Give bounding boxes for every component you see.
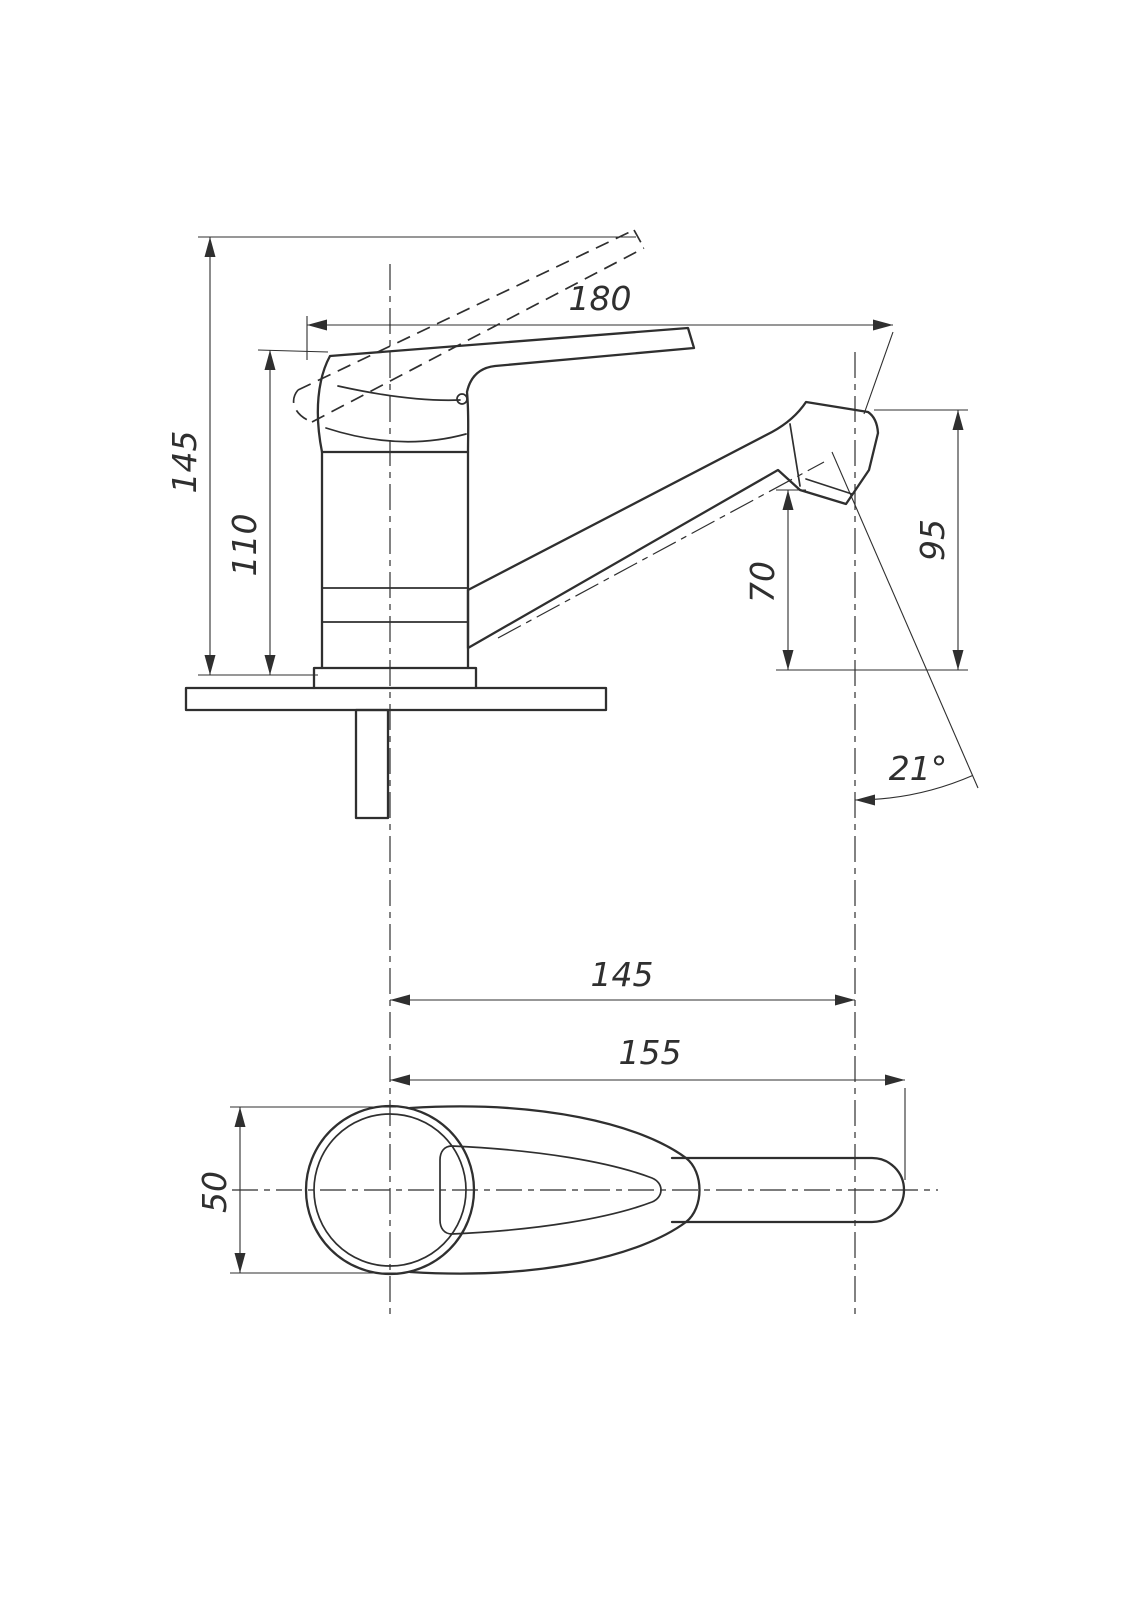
dimension-text-50: 50	[195, 1171, 234, 1213]
dimension-overall-height-145: 145	[165, 236, 636, 676]
dimension-spout-reach-180: 180	[306, 279, 894, 415]
dimension-outlet-distance-145: 145	[390, 955, 855, 1006]
dimension-text-110: 110	[225, 514, 264, 577]
lever-handle	[316, 326, 696, 454]
body-joint-lines	[321, 587, 469, 623]
plan-handle-cutout	[439, 1145, 662, 1235]
extension-lines-95	[776, 409, 968, 671]
dimension-text-145-reach: 145	[591, 955, 654, 994]
dimension-aerator-height-70: 70	[743, 489, 806, 670]
aerator-detail	[789, 423, 853, 495]
handle-screw	[456, 393, 468, 405]
dimension-outlet-height-95: 95	[776, 409, 968, 671]
extension-line-110	[257, 349, 329, 353]
lever-handle-raised-phantom	[292, 229, 645, 423]
dimension-plan-length-155: 155	[390, 1033, 906, 1180]
spout-axis-centerline	[497, 461, 825, 639]
angle-arc-21	[854, 774, 973, 806]
extension-lines-145-height	[198, 236, 636, 676]
handle-joint-detail	[325, 385, 467, 443]
dimension-text-95: 95	[913, 519, 952, 561]
mounting-plate	[184, 686, 608, 712]
dimension-spout-angle-21: 21°	[854, 749, 973, 806]
dimension-body-height-110: 110	[225, 349, 329, 675]
base-flange	[312, 666, 478, 690]
dimension-text-155: 155	[619, 1033, 682, 1072]
dimension-text-180: 180	[569, 279, 632, 318]
dimension-text-145-height: 145	[165, 431, 204, 494]
faucet-body	[320, 450, 470, 670]
dimension-plan-width-50: 50	[195, 1106, 396, 1274]
extension-lines-180	[306, 316, 894, 415]
spout-axis-extension-line	[831, 451, 979, 789]
centerlines	[232, 264, 979, 1318]
threaded-stem	[354, 708, 390, 820]
dimension-text-21: 21°	[889, 749, 948, 788]
plan-handle-outline	[408, 1105, 701, 1275]
side-view	[184, 229, 880, 820]
extension-lines-50	[230, 1106, 396, 1274]
plan-spout	[670, 1156, 906, 1224]
plan-body-inner-circle	[313, 1113, 467, 1267]
plan-body-outer-circle	[304, 1104, 476, 1276]
top-view	[304, 1104, 906, 1276]
dimension-text-70: 70	[743, 561, 782, 603]
spout	[466, 400, 880, 650]
